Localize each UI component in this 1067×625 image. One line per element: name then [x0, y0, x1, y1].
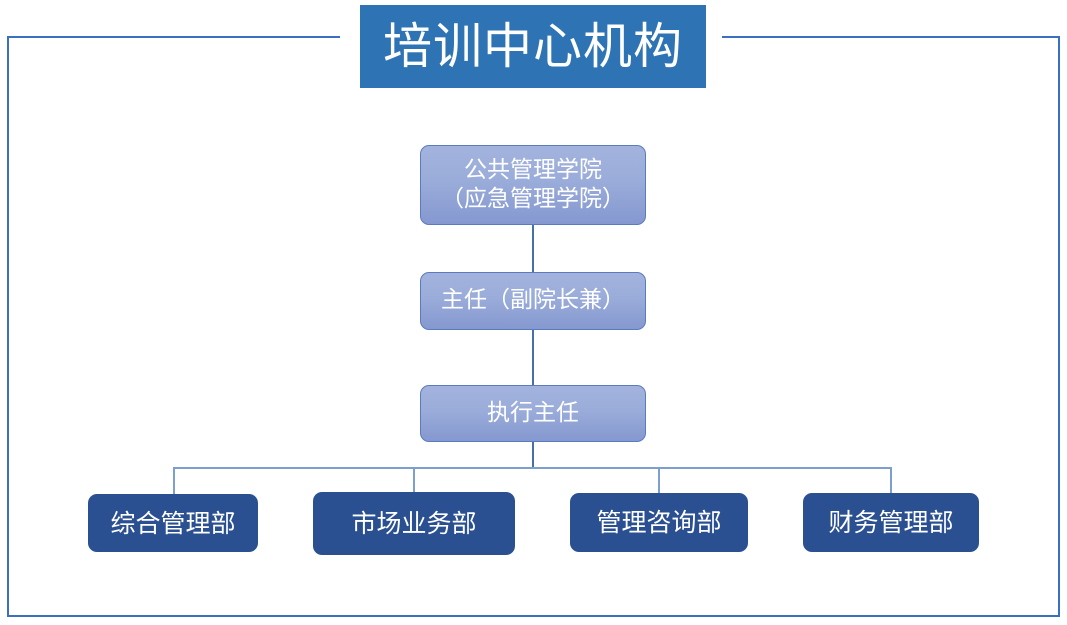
org-node-management-consulting[interactable]: 管理咨询部 — [570, 493, 748, 552]
frame-border-top-left — [7, 36, 340, 38]
chart-title-banner: 培训中心机构 — [360, 5, 706, 88]
org-node-college-line1: 公共管理学院 — [464, 156, 602, 183]
org-node-market-business[interactable]: 市场业务部 — [313, 492, 515, 555]
org-node-executive-director-label: 执行主任 — [487, 399, 579, 426]
org-node-general-management[interactable]: 综合管理部 — [88, 494, 258, 552]
connector-college-to-director — [532, 225, 534, 272]
connector-drop-financial-management — [890, 467, 892, 494]
org-node-financial-management[interactable]: 财务管理部 — [803, 493, 979, 552]
org-node-financial-management-label: 财务管理部 — [828, 508, 954, 537]
org-node-college-line2: （应急管理学院） — [441, 186, 625, 212]
org-node-director[interactable]: 主任（副院长兼） — [420, 272, 646, 330]
connector-drop-market-business — [413, 467, 415, 494]
connector-director-to-executive — [532, 330, 534, 385]
org-node-market-business-label: 市场业务部 — [351, 509, 477, 538]
frame-border-left — [7, 36, 9, 617]
org-node-management-consulting-label: 管理咨询部 — [596, 508, 722, 537]
org-node-general-management-label: 综合管理部 — [110, 508, 236, 538]
connector-executive-to-bus — [532, 442, 534, 469]
frame-border-bottom — [7, 615, 1060, 617]
connector-drop-general-management — [173, 467, 175, 494]
frame-border-top-right — [722, 36, 1060, 38]
org-node-college[interactable]: 公共管理学院 （应急管理学院） — [420, 145, 646, 225]
connector-drop-management-consulting — [658, 467, 660, 494]
page-title: 培训中心机构 — [382, 18, 683, 75]
frame-border-right — [1058, 36, 1060, 617]
org-node-executive-director[interactable]: 执行主任 — [420, 385, 646, 442]
org-node-director-label: 主任（副院长兼） — [441, 287, 625, 314]
connector-horizontal-bus — [173, 467, 892, 469]
